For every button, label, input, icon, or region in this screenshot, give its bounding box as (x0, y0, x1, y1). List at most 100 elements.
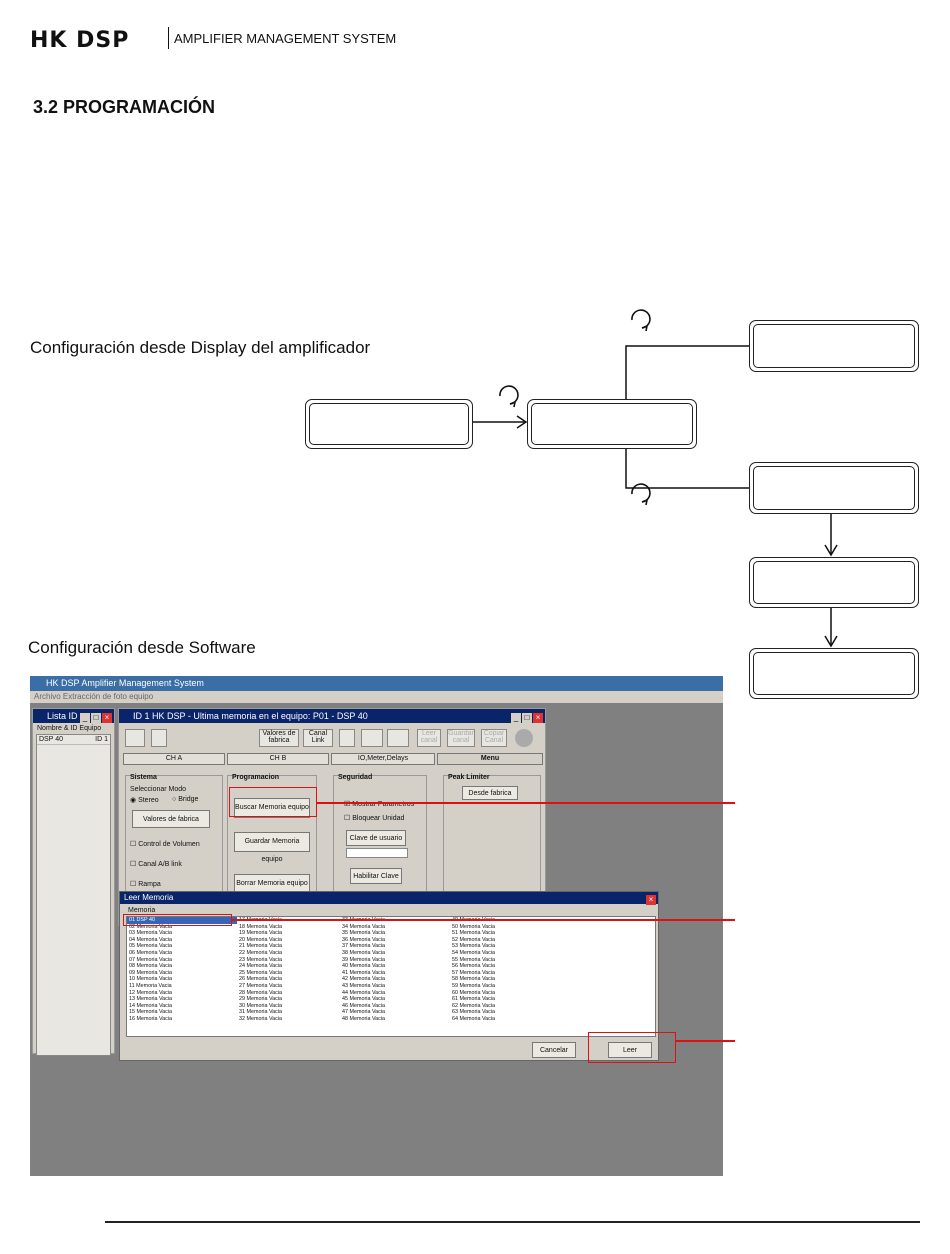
monitor-icon[interactable] (339, 729, 355, 747)
info-icon[interactable] (515, 729, 533, 747)
user-key-button[interactable]: Clave de usuario (346, 830, 406, 846)
list-item[interactable]: 20 Memoria Vacia (239, 936, 283, 943)
list-item[interactable]: 53 Memoria Vacia (452, 943, 496, 950)
list-item[interactable]: 03 Memoria Vacia (129, 930, 173, 937)
list-item[interactable]: 06 Memoria Vacia (129, 949, 173, 956)
list-item[interactable]: 27 Memoria Vacia (239, 982, 283, 989)
list-item[interactable]: 12 Memoria Vacia (129, 989, 173, 996)
volume-checkbox[interactable]: ☐ Control de Volumen (130, 841, 200, 848)
list-item[interactable]: 52 Memoria Vacia (452, 936, 496, 943)
factory-values-sistema-button[interactable]: Valores de fabrica (132, 810, 210, 828)
tab-menu[interactable]: Menu (437, 753, 543, 765)
channel-link-button[interactable]: Canal Link (303, 729, 333, 747)
list-item[interactable]: 38 Memoria Vacia (342, 949, 386, 956)
save-icon[interactable] (151, 729, 167, 747)
list-item[interactable]: 41 Memoria Vacia (342, 969, 386, 976)
list-item[interactable]: 37 Memoria Vacia (342, 943, 386, 950)
maximize-icon[interactable]: □ (522, 713, 532, 723)
lock-unit-checkbox[interactable]: ☐ Bloquear Unidad (344, 815, 405, 822)
list-item[interactable]: 32 Memoria Vacia (239, 1015, 283, 1022)
list-item[interactable]: 24 Memoria Vacia (239, 963, 283, 970)
list-item[interactable]: 51 Memoria Vacia (452, 930, 496, 937)
list-item[interactable]: 57 Memoria Vacia (452, 969, 496, 976)
minimize-icon[interactable]: _ (80, 713, 90, 723)
copy-channel-button[interactable]: Copiar Canal (481, 729, 507, 747)
list-item[interactable]: 56 Memoria Vacia (452, 963, 496, 970)
save-memory-button[interactable]: Guardar Memoria equipo (234, 832, 310, 863)
list-item[interactable]: 35 Memoria Vacia (342, 930, 386, 937)
factory-values-button[interactable]: Valores de fabrica (259, 729, 299, 747)
search-memory-button[interactable]: Buscar Memoria equipo (234, 798, 310, 818)
peak-factory-button[interactable]: Desde fabrica (462, 786, 518, 800)
list-item[interactable]: 36 Memoria Vacia (342, 936, 386, 943)
ramp-checkbox[interactable]: ☐ Rampa (130, 881, 161, 888)
enable-key-button[interactable]: Habilitar Clave (350, 868, 402, 884)
show-params-checkbox[interactable]: ☑ Mostrar Parametros (344, 801, 415, 808)
list-item[interactable]: 55 Memoria Vacia (452, 956, 496, 963)
list-item[interactable]: 64 Memoria Vacia (452, 1015, 496, 1022)
tab-ch-b[interactable]: CH B (227, 753, 329, 765)
list-item[interactable]: 15 Memoria Vacia (129, 1009, 173, 1016)
list-item[interactable]: 01 DSP 40 (129, 917, 155, 923)
read-button[interactable]: Leer (608, 1042, 652, 1058)
list-item[interactable]: 61 Memoria Vacia (452, 996, 496, 1003)
list-item[interactable]: 48 Memoria Vacia (342, 1015, 386, 1022)
app-menubar[interactable]: Archivo Extracción de foto equipo (30, 691, 723, 703)
tab-io-meter-delays[interactable]: IO,Meter,Delays (331, 753, 435, 765)
list-item[interactable]: 19 Memoria Vacia (239, 930, 283, 937)
list-item[interactable]: 13 Memoria Vacia (129, 996, 173, 1003)
list-item[interactable]: 28 Memoria Vacia (239, 989, 283, 996)
list-item[interactable]: 40 Memoria Vacia (342, 963, 386, 970)
close-icon[interactable]: × (533, 713, 543, 723)
list-item[interactable]: 34 Memoria Vacia (342, 923, 386, 930)
read-channel-button[interactable]: Leer canal (417, 729, 441, 747)
list-item[interactable]: 29 Memoria Vacia (239, 996, 283, 1003)
list-item[interactable]: 08 Memoria Vacia (129, 963, 173, 970)
list-item[interactable]: 60 Memoria Vacia (452, 989, 496, 996)
list-item[interactable]: 10 Memoria Vacia (129, 976, 173, 983)
stereo-radio[interactable]: ◉ Stereo (130, 797, 159, 804)
folder-icon[interactable] (387, 729, 409, 747)
list-item[interactable]: 54 Memoria Vacia (452, 949, 496, 956)
list-item[interactable]: 50 Memoria Vacia (452, 923, 496, 930)
list-item[interactable]: 58 Memoria Vacia (452, 976, 496, 983)
user-key-field[interactable] (346, 848, 408, 858)
tab-ch-a[interactable]: CH A (123, 753, 225, 765)
list-item[interactable]: 09 Memoria Vacia (129, 969, 173, 976)
list-item[interactable]: 39 Memoria Vacia (342, 956, 386, 963)
list-item[interactable]: 23 Memoria Vacia (239, 956, 283, 963)
list-item[interactable]: 02 Memoria Vacia (129, 923, 173, 930)
list-item[interactable]: 26 Memoria Vacia (239, 976, 283, 983)
list-item[interactable]: 04 Memoria Vacia (129, 936, 173, 943)
list-item[interactable]: 05 Memoria Vacia (129, 943, 173, 950)
maximize-icon[interactable]: □ (91, 713, 101, 723)
list-item[interactable]: 43 Memoria Vacia (342, 982, 386, 989)
list-item[interactable]: 30 Memoria Vacia (239, 1002, 283, 1009)
list-item[interactable]: 42 Memoria Vacia (342, 976, 386, 983)
list-item[interactable]: 07 Memoria Vacia (129, 956, 173, 963)
minimize-icon[interactable]: _ (511, 713, 521, 723)
list-item[interactable]: 14 Memoria Vacia (129, 1002, 173, 1009)
list-item[interactable]: 18 Memoria Vacia (239, 923, 283, 930)
list-item[interactable]: 44 Memoria Vacia (342, 989, 386, 996)
close-icon[interactable]: × (646, 895, 656, 905)
list-item[interactable]: 31 Memoria Vacia (239, 1009, 283, 1016)
list-item[interactable]: 21 Memoria Vacia (239, 943, 283, 950)
device-icon[interactable] (361, 729, 383, 747)
list-item[interactable]: 46 Memoria Vacia (342, 1002, 386, 1009)
close-icon[interactable]: × (102, 713, 112, 723)
list-item[interactable]: 25 Memoria Vacia (239, 969, 283, 976)
list-item[interactable]: 22 Memoria Vacia (239, 949, 283, 956)
list-item[interactable]: 16 Memoria Vacia (129, 1015, 173, 1022)
bridge-radio[interactable]: ○ Bridge (172, 796, 199, 803)
list-item[interactable]: 59 Memoria Vacia (452, 982, 496, 989)
cancel-button[interactable]: Cancelar (532, 1042, 576, 1058)
open-folder-icon[interactable] (125, 729, 145, 747)
list-item[interactable]: 63 Memoria Vacia (452, 1009, 496, 1016)
